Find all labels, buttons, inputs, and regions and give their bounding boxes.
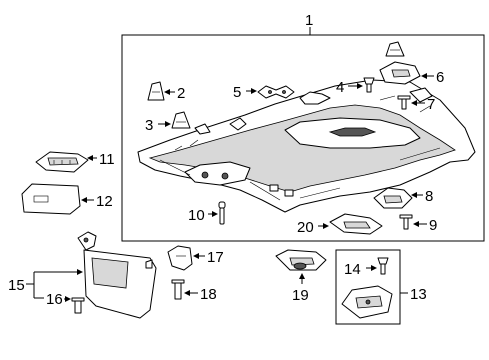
callout-3[interactable]: 3 (145, 117, 153, 134)
bracket-6[interactable] (379, 61, 421, 85)
callout-10[interactable]: 10 (188, 207, 205, 224)
bracket-17[interactable] (167, 245, 193, 271)
clip-3[interactable] (171, 111, 191, 129)
callout-6[interactable]: 6 (436, 69, 444, 86)
screw-16[interactable] (71, 297, 85, 314)
screw-18[interactable] (171, 279, 185, 300)
bracket-20[interactable] (329, 213, 383, 235)
dome-lamp-19[interactable] (275, 249, 327, 271)
pin-10[interactable] (218, 201, 226, 225)
screw-9[interactable] (399, 214, 413, 230)
headliner-group-box (121, 34, 485, 242)
callout-16[interactable]: 16 (46, 291, 63, 308)
push-pin-14[interactable] (377, 257, 389, 275)
bracket-5[interactable] (257, 85, 295, 99)
assist-handle-8[interactable] (373, 187, 413, 209)
callout-9[interactable]: 9 (429, 217, 437, 234)
bracket-13[interactable] (341, 285, 393, 319)
callout-5[interactable]: 5 (233, 84, 241, 101)
callout-19[interactable]: 19 (292, 287, 309, 304)
callout-4[interactable]: 4 (336, 79, 344, 96)
callout-11[interactable]: 11 (99, 151, 115, 168)
callout-12[interactable]: 12 (96, 193, 113, 210)
clip-2[interactable] (147, 81, 165, 101)
callout-7[interactable]: 7 (427, 96, 435, 113)
callout-18[interactable]: 18 (200, 286, 217, 303)
push-pin-4[interactable] (363, 77, 375, 93)
callout-8[interactable]: 8 (425, 188, 433, 205)
callout-13[interactable]: 13 (410, 286, 427, 303)
clip-6-upper[interactable] (385, 41, 405, 57)
handle-11[interactable] (35, 151, 89, 173)
trim-plate-12[interactable] (21, 183, 81, 215)
callout-14[interactable]: 14 (344, 261, 361, 278)
callout-20[interactable]: 20 (297, 219, 314, 236)
callout-17[interactable]: 17 (207, 249, 224, 266)
callout-15[interactable]: 15 (8, 277, 25, 294)
callout-2[interactable]: 2 (177, 85, 185, 102)
screw-7[interactable] (397, 95, 411, 110)
callout-1[interactable]: 1 (305, 12, 313, 29)
headliner-panel[interactable] (137, 79, 476, 213)
overhead-console-group-box (335, 249, 401, 325)
sun-visor-15[interactable] (77, 231, 157, 319)
